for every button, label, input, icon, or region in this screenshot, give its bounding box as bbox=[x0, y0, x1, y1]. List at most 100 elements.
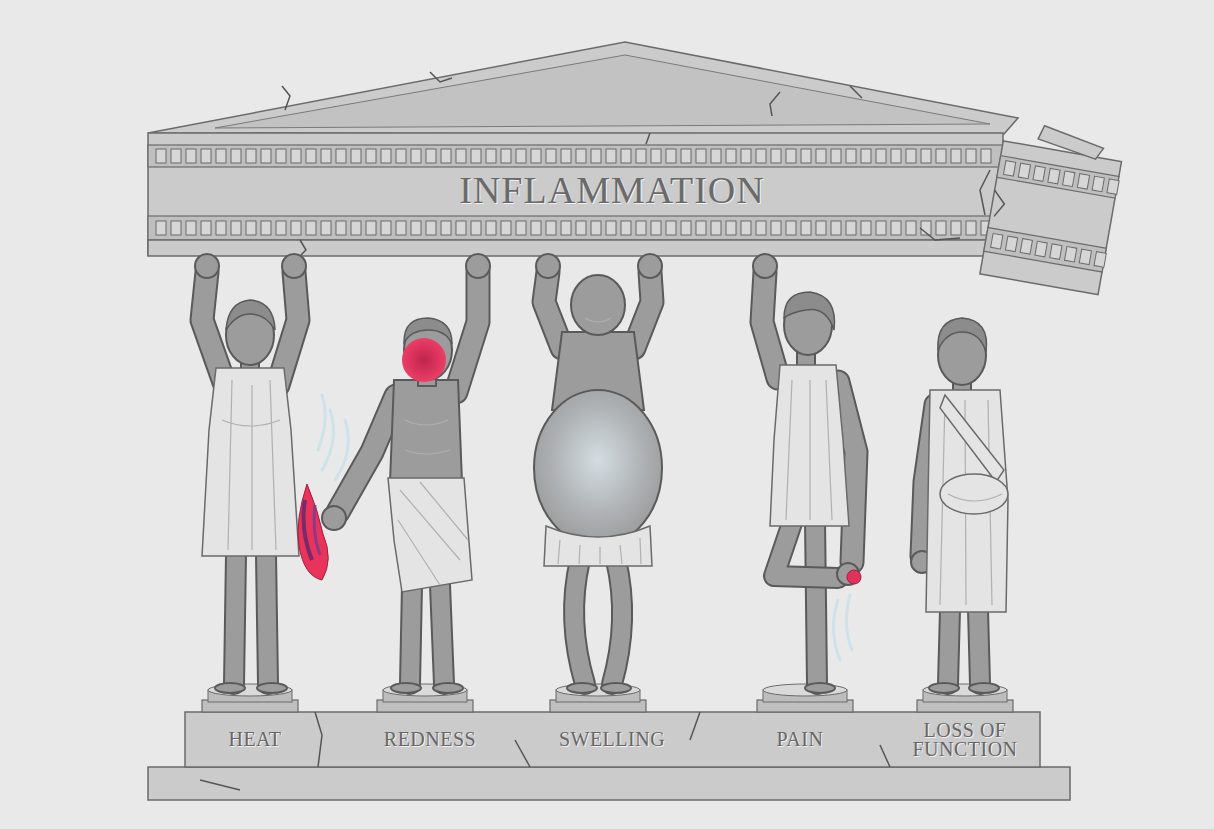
pediment-part bbox=[430, 72, 452, 82]
pain-caryatid-part bbox=[847, 570, 861, 584]
broken-block-part bbox=[997, 156, 1119, 199]
dentil-row-part bbox=[186, 221, 196, 235]
dentil-row-part bbox=[366, 149, 376, 163]
dentil-row-part bbox=[171, 149, 181, 163]
dentil-row-part bbox=[426, 221, 436, 235]
pedestal bbox=[202, 684, 1013, 712]
stylobate bbox=[148, 712, 1070, 800]
dentil-row-part bbox=[951, 149, 961, 163]
dentil-row-part bbox=[891, 221, 901, 235]
heat-caryatid-part bbox=[202, 368, 299, 556]
engraved-label: REDNESS bbox=[384, 730, 476, 749]
loss-of-function-caryatid-part bbox=[978, 610, 980, 684]
dentil-row-part bbox=[1050, 244, 1062, 260]
dentil-row-part bbox=[681, 149, 691, 163]
dentil-row-part bbox=[966, 149, 976, 163]
redness-caryatid-part bbox=[402, 338, 446, 382]
redness-caryatid-part bbox=[391, 683, 421, 693]
heat-caryatid-part bbox=[282, 254, 306, 278]
dentil-row-part bbox=[156, 149, 166, 163]
dentil-row-part bbox=[396, 221, 406, 235]
dentil-row-part bbox=[681, 221, 691, 235]
dentil-row-part bbox=[696, 221, 706, 235]
dentil-row-part bbox=[276, 149, 286, 163]
dentil-row-part bbox=[756, 221, 766, 235]
stylobate-part bbox=[185, 712, 1040, 767]
swelling-caryatid-part bbox=[534, 390, 662, 546]
pedestal-part bbox=[923, 684, 1007, 696]
redness-caryatid-part bbox=[338, 396, 396, 512]
pain-caryatid-part bbox=[815, 520, 817, 684]
swelling-caryatid bbox=[534, 254, 662, 693]
dentil-row-part bbox=[351, 221, 361, 235]
redness-caryatid-part bbox=[456, 272, 478, 392]
dentil-row-part bbox=[516, 149, 526, 163]
dentil-row-part bbox=[471, 149, 481, 163]
heat-caryatid-part bbox=[226, 300, 275, 330]
dentil-row-part bbox=[606, 221, 616, 235]
dentil-row-part bbox=[771, 221, 781, 235]
swelling-caryatid-part bbox=[634, 272, 652, 348]
loss-of-function-caryatid-part bbox=[948, 610, 950, 684]
dentil-row-part bbox=[621, 221, 631, 235]
entablature-part bbox=[300, 240, 306, 256]
dentil-row-part bbox=[696, 149, 706, 163]
dentil-row-part bbox=[306, 221, 316, 235]
dentil-row-part bbox=[186, 149, 196, 163]
dentil-row-part bbox=[621, 149, 631, 163]
swelling-caryatid-part bbox=[601, 683, 631, 693]
broken-block-part bbox=[984, 228, 1106, 272]
entablature-part bbox=[646, 133, 650, 144]
dentil-row-part bbox=[456, 149, 466, 163]
redness-caryatid-part bbox=[440, 585, 444, 684]
dentil-row-part bbox=[291, 149, 301, 163]
dentil-row-part bbox=[381, 221, 391, 235]
dentil-row-part bbox=[561, 149, 571, 163]
broken-block-part bbox=[990, 190, 1006, 218]
stylobate-part bbox=[315, 712, 322, 767]
pedestal-part bbox=[556, 684, 640, 696]
dentil-row-part bbox=[411, 149, 421, 163]
pain-caryatid-part bbox=[774, 520, 838, 578]
dentil-row-part bbox=[546, 149, 556, 163]
redness-caryatid-part bbox=[433, 683, 463, 693]
dentil-row-part bbox=[1064, 246, 1076, 262]
dentil-row-part bbox=[861, 221, 871, 235]
dentil-row-part bbox=[906, 149, 916, 163]
broken-block-part bbox=[980, 141, 1122, 295]
entablature bbox=[148, 133, 1003, 256]
dentil-row-part bbox=[801, 149, 811, 163]
dentil-row-part bbox=[321, 221, 331, 235]
dentil-row-part bbox=[861, 149, 871, 163]
redness-caryatid-part bbox=[404, 318, 452, 344]
heat-caryatid-part bbox=[215, 683, 245, 693]
dentil-row-part bbox=[831, 221, 841, 235]
dentil-row-part bbox=[591, 221, 601, 235]
dentil-row-part bbox=[711, 221, 721, 235]
swelling-caryatid-part bbox=[571, 275, 625, 335]
dentil-row-part bbox=[486, 149, 496, 163]
pain-caryatid-part bbox=[774, 520, 838, 578]
pediment-part bbox=[215, 55, 990, 128]
dentil-row-part bbox=[891, 149, 901, 163]
dentil-row-part bbox=[486, 221, 496, 235]
dentil-row-part bbox=[786, 149, 796, 163]
flame-part bbox=[304, 500, 312, 560]
entablature-part bbox=[920, 228, 960, 240]
loss-of-function-caryatid-part bbox=[940, 474, 1008, 514]
dentil-row-part bbox=[246, 221, 256, 235]
dentil-row-part bbox=[1092, 176, 1104, 192]
loss-of-function-caryatid-part bbox=[969, 683, 999, 693]
dentil-row-part bbox=[531, 221, 541, 235]
heat-caryatid-part bbox=[234, 555, 236, 684]
dentil-row-part bbox=[666, 149, 676, 163]
dentil-row-part bbox=[426, 149, 436, 163]
swelling-caryatid-part bbox=[585, 318, 611, 322]
dentil-row-part bbox=[741, 149, 751, 163]
swelling-caryatid-part bbox=[612, 560, 622, 684]
dentil-row-part bbox=[666, 221, 676, 235]
dentil-row-part bbox=[321, 149, 331, 163]
dentil-row-part bbox=[1003, 161, 1015, 177]
swelling-caryatid-part bbox=[574, 560, 585, 684]
